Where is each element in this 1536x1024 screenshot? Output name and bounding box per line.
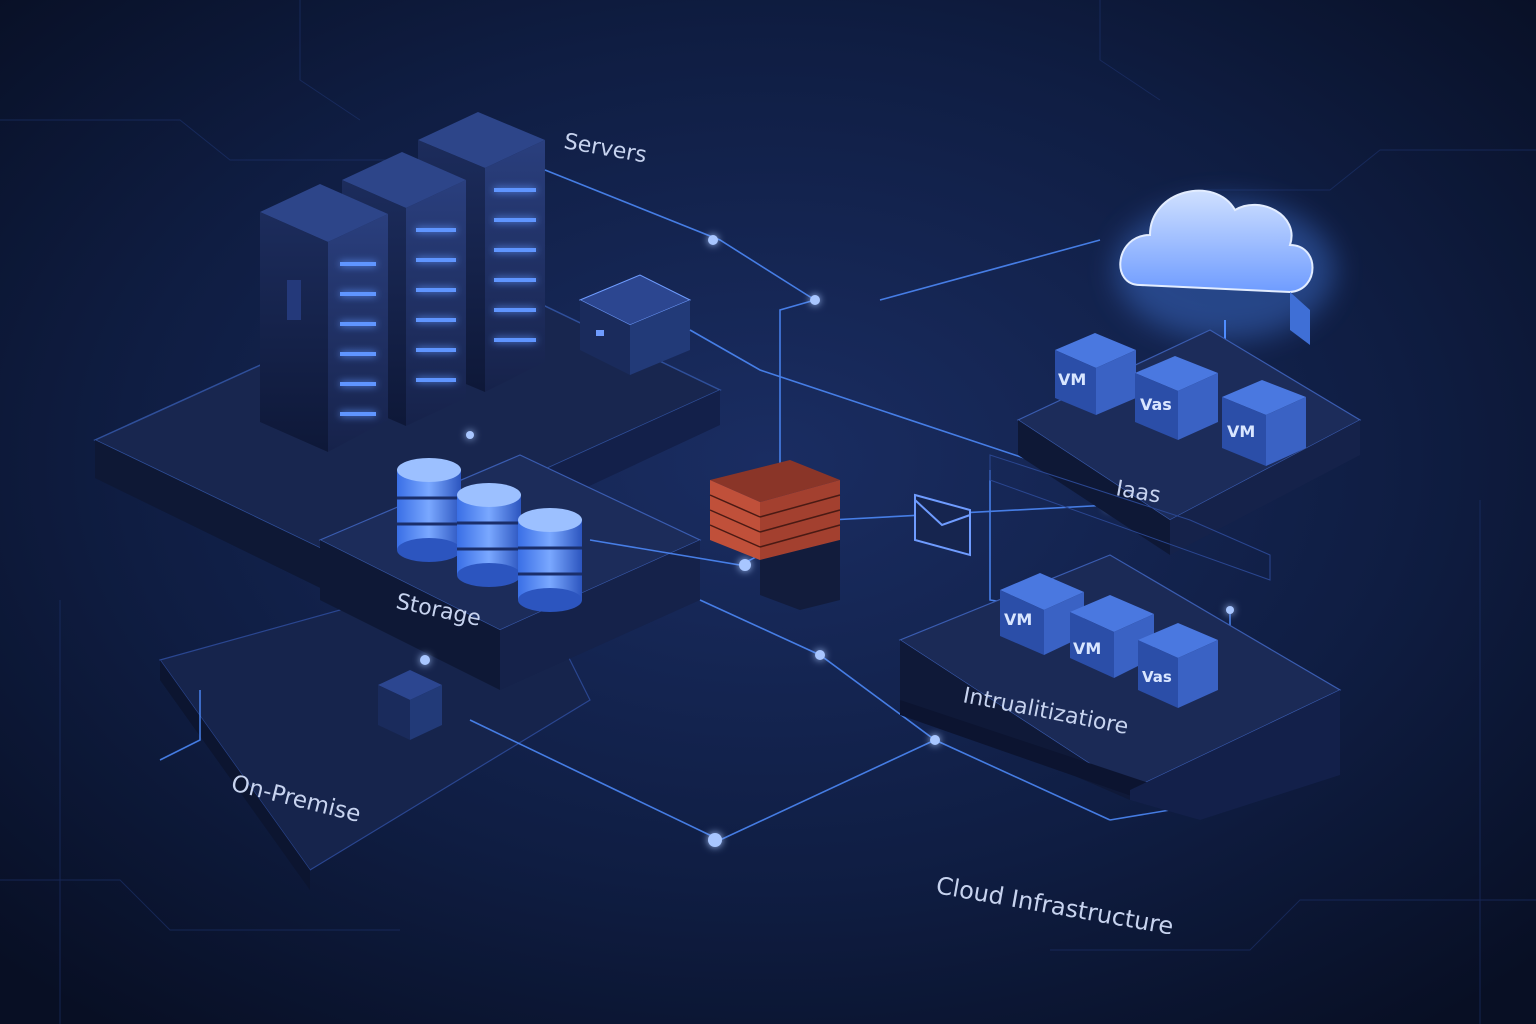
vm-cube-icon bbox=[1055, 333, 1306, 466]
virtualization-vm-labels: VM VM Vas bbox=[1004, 610, 1172, 686]
cloud-icon bbox=[1115, 189, 1335, 420]
vm-cube-icon bbox=[1000, 573, 1218, 708]
vm-label: Vas bbox=[1142, 668, 1172, 686]
vm-label: VM bbox=[1058, 370, 1086, 389]
vm-label: VM bbox=[1004, 610, 1032, 629]
database-icon bbox=[397, 458, 582, 612]
edge-device-icon bbox=[378, 670, 442, 740]
iaas-vm-labels: VM Vas VM bbox=[1058, 370, 1255, 441]
mail-icon bbox=[914, 493, 971, 557]
server-rack-icon bbox=[260, 112, 545, 452]
server-rack-leds bbox=[340, 188, 536, 416]
vm-label: VM bbox=[1227, 422, 1255, 441]
vm-label: Vas bbox=[1140, 395, 1172, 414]
network-device-icon bbox=[578, 274, 692, 375]
firewall-icon bbox=[709, 460, 841, 610]
vm-label: VM bbox=[1073, 639, 1101, 658]
